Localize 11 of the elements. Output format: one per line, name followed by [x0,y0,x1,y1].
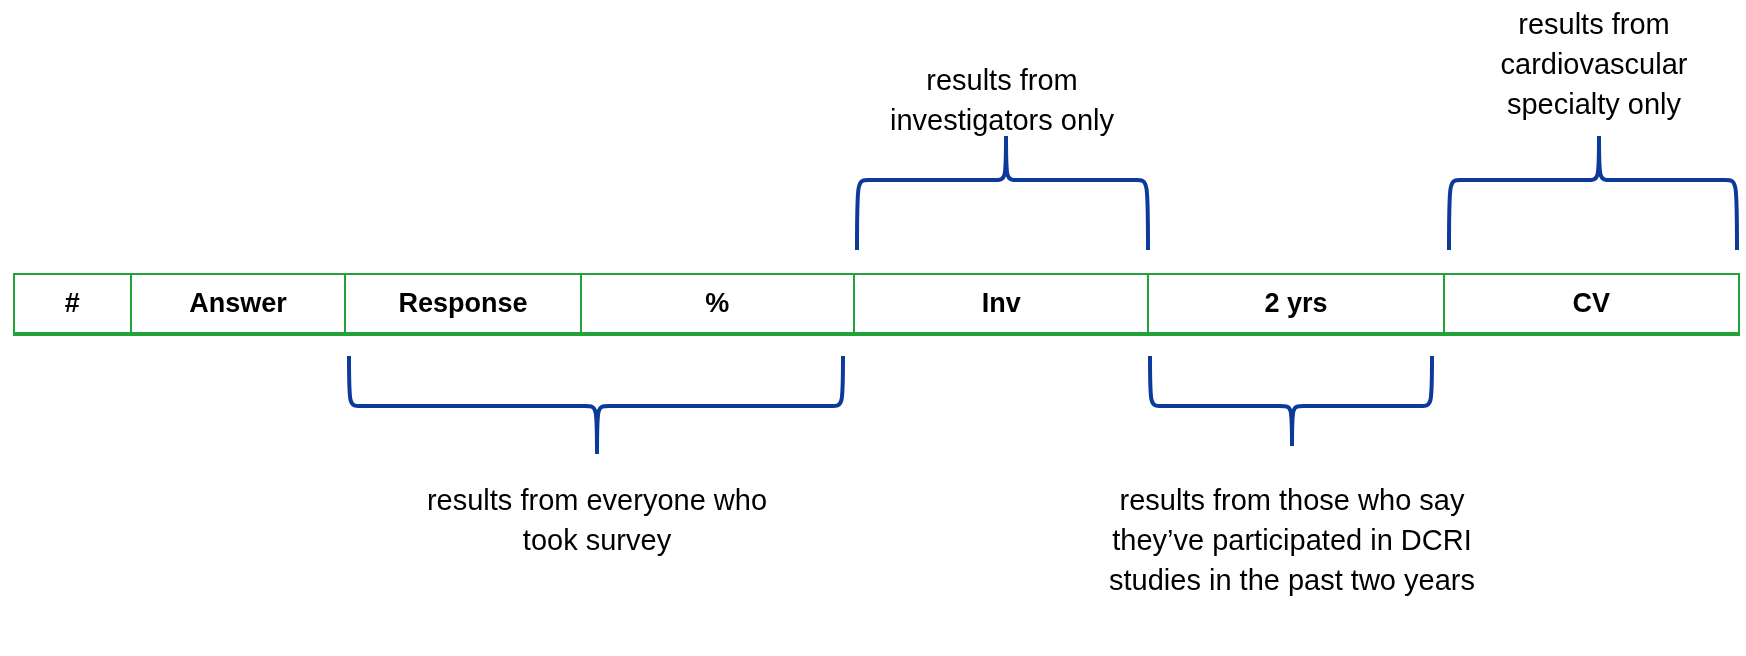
annotation-text: results from cardiovascular specialty only [1499,7,1689,122]
annotation-text: results from everyone who took survey [425,483,769,558]
header-cell: Inv [853,275,1148,332]
header-cell: 2 yrs [1147,275,1443,332]
annotation-text: results from those who say they’ve participated in DCRI studies in the past two years [1108,483,1476,598]
annotation-text: results from investigators only [888,63,1116,138]
header-cell: CV [1442,275,1738,332]
header-cell-text: # [63,287,81,321]
header-cell: % [579,275,854,332]
header-cell: Response [344,275,580,332]
header-cell: Answer [129,275,345,332]
